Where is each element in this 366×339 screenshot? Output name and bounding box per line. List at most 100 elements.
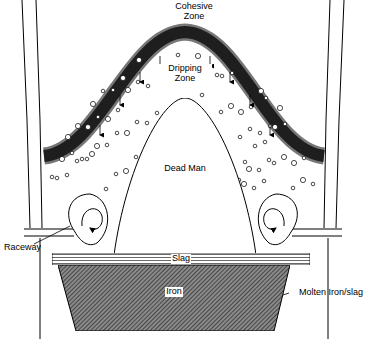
swirl-arrow	[264, 209, 284, 230]
tuyere-line	[292, 236, 342, 237]
droplet	[105, 116, 110, 121]
droplet	[176, 53, 180, 57]
zone-name: Dripping Zone	[158, 64, 212, 84]
raceway-cavity	[69, 194, 108, 245]
droplet	[238, 109, 243, 114]
dead-man: Dead Man	[114, 98, 256, 255]
iron-pool	[58, 265, 290, 331]
furnace-wall	[22, 0, 344, 339]
swirl-arrow	[82, 209, 102, 230]
droplet	[195, 53, 200, 58]
droplet	[134, 155, 138, 159]
droplet	[85, 157, 89, 161]
droplet	[104, 187, 108, 191]
zone-label: Iron	[165, 287, 183, 297]
droplet	[272, 161, 276, 165]
droplet	[59, 156, 64, 161]
slag-band	[52, 253, 310, 265]
droplet	[55, 176, 59, 180]
droplet	[65, 173, 69, 177]
drip-arrow	[250, 95, 251, 105]
droplet	[89, 151, 94, 156]
wall-line	[22, 0, 30, 228]
droplet	[258, 131, 262, 135]
droplet	[215, 73, 219, 77]
droplet	[155, 111, 159, 115]
iron-layer: Iron	[58, 265, 290, 331]
droplet	[50, 175, 54, 179]
droplet	[116, 108, 120, 112]
drip-arrow	[120, 95, 121, 105]
drip-arrow	[100, 125, 101, 135]
droplet	[291, 186, 295, 190]
droplet	[111, 88, 115, 92]
droplet	[257, 168, 261, 172]
droplet	[96, 115, 100, 119]
droplet	[145, 121, 149, 125]
droplet	[120, 75, 125, 80]
drip-arrow	[230, 72, 231, 82]
droplet	[136, 57, 141, 62]
droplet	[253, 144, 257, 148]
droplet	[200, 93, 204, 97]
tuyere-line	[290, 229, 342, 230]
droplet	[124, 130, 129, 135]
droplet	[115, 131, 119, 135]
droplet	[238, 135, 242, 139]
droplet	[241, 181, 246, 186]
node-outline	[58, 265, 290, 331]
droplet	[277, 105, 282, 110]
leader-line	[34, 226, 70, 244]
droplet	[220, 74, 224, 78]
droplet	[105, 143, 109, 147]
drip-arrow	[140, 72, 141, 82]
droplet	[70, 151, 74, 155]
raceway-cavity	[258, 194, 297, 245]
droplet	[230, 71, 234, 75]
droplet	[101, 89, 105, 93]
droplet	[125, 87, 130, 92]
droplet	[264, 96, 268, 100]
zone-label: Slag	[171, 254, 191, 264]
droplet	[283, 122, 287, 126]
droplet	[65, 134, 70, 139]
droplet	[219, 110, 223, 114]
wall-line	[36, 0, 42, 228]
droplet	[75, 123, 80, 128]
wall-line	[324, 0, 330, 228]
slag-layer: Slag	[52, 253, 310, 265]
wall-line	[336, 0, 344, 228]
droplet	[267, 158, 271, 162]
droplet	[248, 127, 252, 131]
zone-name: Cohesive Zone	[168, 2, 220, 22]
tuyere-line	[24, 229, 76, 230]
droplet	[135, 120, 139, 124]
droplet	[263, 140, 267, 144]
droplet	[300, 177, 305, 182]
droplet	[272, 124, 277, 129]
zone-label: Dead Man	[163, 164, 207, 174]
hearth-wall	[40, 238, 41, 339]
droplet	[136, 80, 140, 84]
droplet	[258, 88, 263, 93]
droplet	[123, 168, 128, 173]
droplet	[85, 124, 90, 129]
droplet	[228, 103, 233, 108]
node-outline	[114, 98, 256, 255]
droplet	[90, 101, 95, 106]
droplet	[146, 84, 150, 88]
droplet	[114, 172, 118, 176]
droplet	[302, 156, 306, 160]
droplet	[291, 160, 296, 165]
droplet	[281, 154, 286, 159]
droplet	[80, 157, 84, 161]
droplet	[249, 105, 253, 109]
part-name: Raceway	[4, 243, 41, 253]
droplet	[246, 166, 251, 171]
droplet	[311, 182, 315, 186]
dead-man-outline	[114, 98, 256, 255]
droplet	[252, 186, 256, 190]
droplet	[94, 143, 99, 148]
part-name: Molten Iron/slag	[299, 288, 363, 298]
droplet	[262, 179, 266, 183]
